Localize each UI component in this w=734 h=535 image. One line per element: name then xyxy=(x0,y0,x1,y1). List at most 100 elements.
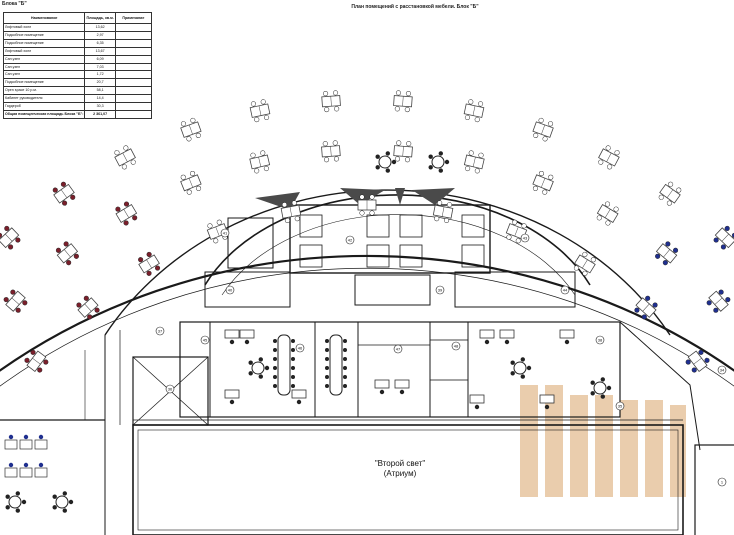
desk xyxy=(0,227,20,249)
workstation-group xyxy=(532,170,554,195)
table-total-row: Общая помещенческая площадь Блока "Б":2 … xyxy=(2,109,153,119)
chair xyxy=(38,462,44,468)
office-desk xyxy=(224,329,240,339)
workstation-group xyxy=(138,251,161,276)
chair xyxy=(250,152,256,158)
room-tag-circle xyxy=(520,233,530,243)
workstation-group xyxy=(393,90,413,113)
chair xyxy=(343,384,347,388)
chair xyxy=(333,156,340,162)
desk-divider xyxy=(32,357,41,365)
desk-divider xyxy=(146,259,152,269)
workstation-group xyxy=(357,194,377,216)
desk-divider xyxy=(402,96,404,107)
atrium-inner xyxy=(137,429,679,531)
desk-divider xyxy=(402,146,404,157)
col-header-area: Площадь, кв.м. xyxy=(84,12,116,24)
lower-furniture xyxy=(4,151,612,513)
chair xyxy=(443,217,450,224)
chair xyxy=(547,121,554,127)
room-number: 47 xyxy=(396,347,401,352)
chair xyxy=(195,132,201,138)
chair xyxy=(38,434,44,440)
chair xyxy=(322,141,328,147)
office-desk xyxy=(34,439,48,450)
desk-divider xyxy=(60,189,68,198)
chair xyxy=(600,377,605,382)
chair xyxy=(273,357,277,361)
chair xyxy=(662,260,668,266)
restroom-block-right xyxy=(454,271,576,308)
desk-divider xyxy=(441,206,445,217)
chair xyxy=(437,200,443,206)
workstation-group xyxy=(115,201,138,226)
room-number: 34 xyxy=(720,368,725,373)
chair xyxy=(521,223,527,229)
chair xyxy=(15,491,20,496)
chair xyxy=(478,152,484,158)
chair xyxy=(428,165,433,170)
elevator-shaft xyxy=(366,214,390,238)
chair xyxy=(399,389,405,395)
chair xyxy=(641,314,647,320)
workstation-ring xyxy=(0,90,734,373)
desk-divider xyxy=(84,303,92,312)
chair xyxy=(123,220,129,226)
chair xyxy=(325,357,329,361)
chair xyxy=(655,253,661,259)
chair xyxy=(296,399,302,405)
chair xyxy=(115,206,121,212)
chair xyxy=(43,359,49,365)
chair xyxy=(676,187,682,193)
chair xyxy=(598,159,604,165)
chair xyxy=(665,241,671,247)
chair xyxy=(332,140,338,146)
chair xyxy=(394,156,401,162)
workstation-group xyxy=(280,200,302,224)
chair xyxy=(596,215,602,221)
chair xyxy=(731,232,734,238)
chair xyxy=(121,164,127,170)
chair xyxy=(343,348,347,352)
chair xyxy=(379,389,385,395)
block-label: Блока "Б" xyxy=(2,1,27,7)
room-number: 1 xyxy=(721,480,724,485)
chair xyxy=(464,114,471,121)
chair xyxy=(76,302,82,308)
chair xyxy=(385,151,390,156)
desk-divider xyxy=(123,209,130,218)
chair xyxy=(605,145,611,151)
chair xyxy=(691,367,697,373)
chair xyxy=(343,357,347,361)
desk-divider xyxy=(64,249,71,258)
office-desk xyxy=(19,467,33,478)
desk-divider xyxy=(666,189,674,198)
chair xyxy=(325,348,329,352)
room-number: 36 xyxy=(168,387,173,392)
atrium-label-line2: (Атриум) xyxy=(383,469,417,478)
chair xyxy=(369,194,375,200)
workstation-group xyxy=(76,295,100,320)
outer-facade-inner-line xyxy=(0,267,734,387)
meeting-room xyxy=(429,339,469,381)
desk xyxy=(714,227,734,249)
chair xyxy=(385,168,390,173)
conference-table xyxy=(329,334,343,396)
chair xyxy=(542,136,548,142)
room-number: 37 xyxy=(158,329,163,334)
chair xyxy=(600,394,605,399)
chair xyxy=(510,371,515,376)
workstation-group xyxy=(463,150,485,174)
chair xyxy=(37,367,43,373)
chair xyxy=(468,99,474,105)
chair xyxy=(332,90,339,96)
room-number: 43 xyxy=(523,236,528,241)
chair xyxy=(273,348,277,352)
elevator-core xyxy=(289,204,491,274)
chair xyxy=(582,270,588,276)
chair xyxy=(434,216,440,222)
workstation-group xyxy=(52,181,76,206)
chair xyxy=(666,200,672,206)
atrium-label-line1: "Второй свет" xyxy=(374,459,426,468)
workstation-group xyxy=(658,181,682,206)
